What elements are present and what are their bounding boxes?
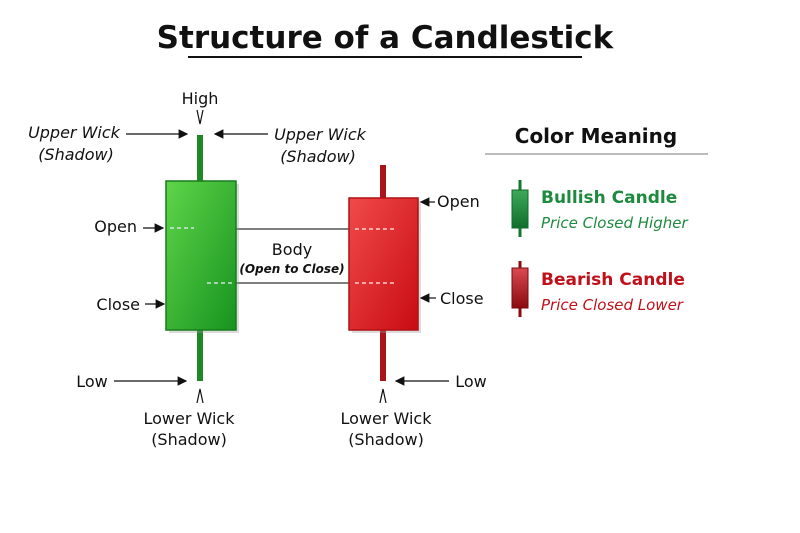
- upper-wick-left-sub: (Shadow): [38, 145, 114, 164]
- lower-wick-right-pointer: [379, 388, 387, 404]
- close-right-label: Close: [440, 289, 484, 308]
- bullish-candle: [165, 135, 239, 381]
- upper-wick-right-label: Upper Wick: [274, 125, 367, 144]
- bearish-candle: [348, 165, 421, 381]
- upper-wick-left-label: Upper Wick: [28, 123, 121, 142]
- bearish-desc: Price Closed Lower: [541, 296, 684, 314]
- color-legend: Color Meaning Bullish Candle Price Close…: [485, 124, 708, 317]
- high-pointer: [196, 109, 204, 125]
- legend-item-bullish: Bullish Candle Price Closed Higher: [511, 180, 688, 237]
- lower-wick-left-pointer: [196, 388, 204, 404]
- close-left-label: Close: [96, 295, 140, 314]
- low-left-label: Low: [76, 372, 108, 391]
- bullish-name: Bullish Candle: [541, 188, 677, 208]
- body-sublabel: (Open to Close): [239, 262, 344, 276]
- page-title: Structure of a Candlestick: [157, 20, 615, 56]
- low-right-label: Low: [455, 372, 487, 391]
- lower-wick-left-sub: (Shadow): [151, 430, 227, 449]
- open-left-label: Open: [94, 217, 137, 236]
- body-label: Body: [272, 240, 312, 259]
- legend-item-bearish: Bearish Candle Price Closed Lower: [511, 261, 685, 317]
- legend-title: Color Meaning: [515, 124, 677, 148]
- lower-wick-left-label: Lower Wick: [144, 409, 236, 428]
- open-right-label: Open: [437, 192, 480, 211]
- bullish-desc: Price Closed Higher: [541, 214, 688, 232]
- lower-wick-right-sub: (Shadow): [348, 430, 424, 449]
- upper-wick-right-sub: (Shadow): [280, 147, 356, 166]
- high-label: High: [182, 89, 219, 108]
- lower-wick-right-label: Lower Wick: [341, 409, 433, 428]
- bearish-name: Bearish Candle: [541, 270, 685, 290]
